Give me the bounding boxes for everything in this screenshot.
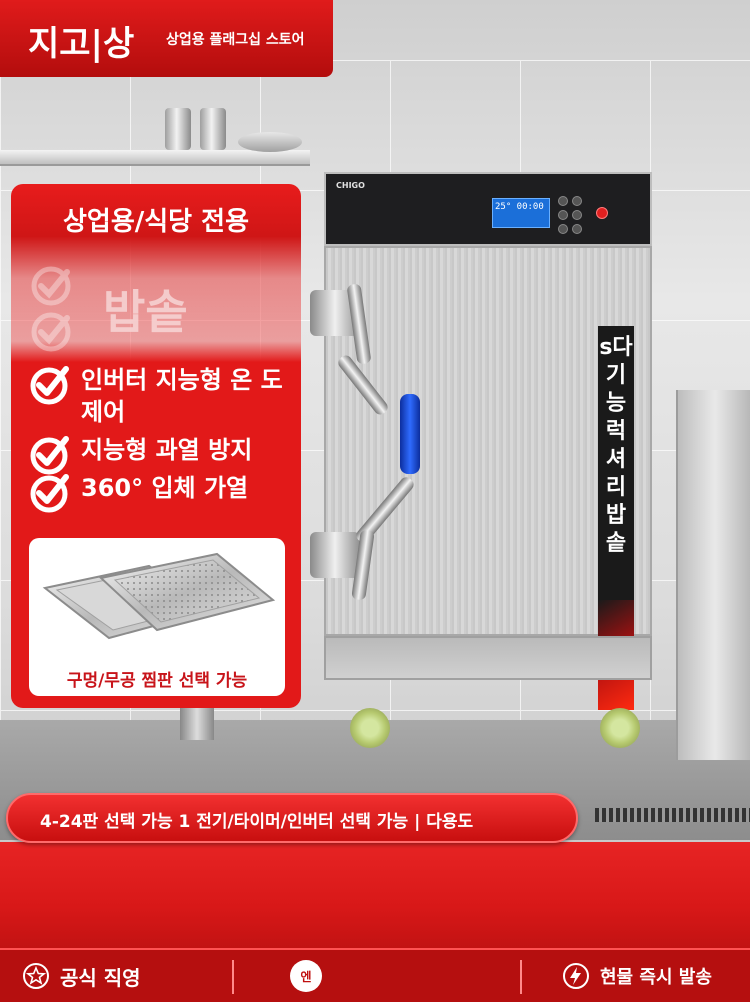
cabinet-base <box>324 636 652 680</box>
cabinet-door: s다기능럭셔리밥솥 <box>324 246 652 710</box>
official-store-item[interactable]: 공식 직영 <box>22 950 141 1002</box>
side-cabinet <box>676 390 750 760</box>
caster-wheel <box>350 708 390 748</box>
card-headline: 상업용/식당 전용 <box>11 184 301 256</box>
options-text: 4-24판 선택 가능 1 전기/타이머/인버터 선택 가능 | 다용도 <box>40 812 474 832</box>
check-circle-icon <box>30 436 69 475</box>
feature-list: 인버터 지능형 온 도 제어 지능형 과열 방지 360° 입체 가열 <box>27 364 297 513</box>
feature-text: 지능형 과열 방지 <box>81 436 253 464</box>
check-circle-icon <box>30 366 69 405</box>
fast-shipping-item[interactable]: 현물 즉시 발송 <box>562 950 712 1002</box>
feature-item: 360° 입체 가열 <box>27 472 297 513</box>
floor-drain <box>595 808 750 822</box>
center-badge-item: 엔 <box>290 950 322 1002</box>
feature-text: 인버터 지능형 온 도 제어 <box>81 366 283 426</box>
canister <box>200 108 226 150</box>
steam-tray-showcase: 구멍/무공 찜판 선택 가능 <box>29 538 285 696</box>
wall-shelf <box>0 150 310 166</box>
store-brand: 지고|상 <box>28 24 135 64</box>
panel-button <box>558 196 568 206</box>
panel-button <box>572 210 582 220</box>
handle-grip <box>400 394 420 474</box>
power-indicator <box>596 207 608 219</box>
footer-divider <box>520 960 522 994</box>
card-headline-text: 상업용/식당 전용 <box>63 207 249 237</box>
plate-stack <box>238 132 302 152</box>
vertical-product-label: s다기능럭셔리밥솥 <box>599 335 633 556</box>
fast-shipping-text: 현물 즉시 발송 <box>600 967 712 988</box>
currency-badge: 엔 <box>290 960 322 992</box>
red-band <box>0 842 750 950</box>
panel-button <box>558 210 568 220</box>
feature-item: 인버터 지능형 온 도 제어 <box>27 364 297 428</box>
footer-divider <box>232 960 234 994</box>
appliance-brand: CHIGO <box>336 181 365 190</box>
star-badge-icon <box>23 963 49 989</box>
control-buttons <box>558 196 592 236</box>
official-store-text: 공식 직영 <box>60 965 141 990</box>
caster-wheel <box>600 708 640 748</box>
feature-item: 지능형 과열 방지 <box>27 434 297 475</box>
door-hinge-bottom <box>310 532 360 578</box>
panel-button <box>572 196 582 206</box>
product-name: 밥솥 <box>103 285 188 339</box>
check-circle-icon <box>31 312 71 352</box>
steam-tray-image <box>42 552 276 640</box>
tray-caption: 구멍/무공 찜판 선택 가능 <box>66 671 248 691</box>
lcd-display: 25° 00:00 <box>492 198 550 228</box>
canister <box>165 108 191 150</box>
options-pill: 4-24판 선택 가능 1 전기/타이머/인버터 선택 가능 | 다용도 <box>6 793 578 843</box>
lightning-icon <box>563 963 589 989</box>
panel-button <box>572 224 582 234</box>
feature-text: 360° 입체 가열 <box>81 474 249 502</box>
rice-steamer-cabinet: CHIGO 25° 00:00 s다기능럭셔리밥솥 <box>324 172 652 710</box>
feature-card: 상업용/식당 전용 밥솥 인버터 지능형 온 도 제어 지능형 과열 방지 <box>11 184 301 708</box>
store-header-badge: 지고|상 상업용 플래그십 스토어 <box>0 0 333 77</box>
check-circle-icon <box>31 266 71 306</box>
check-circle-icon <box>30 474 69 513</box>
footer-bar: 공식 직영 엔 현물 즉시 발송 <box>0 948 750 1002</box>
store-subtitle: 상업용 플래그십 스토어 <box>166 32 305 48</box>
panel-button <box>558 224 568 234</box>
control-panel: CHIGO 25° 00:00 <box>324 172 652 246</box>
